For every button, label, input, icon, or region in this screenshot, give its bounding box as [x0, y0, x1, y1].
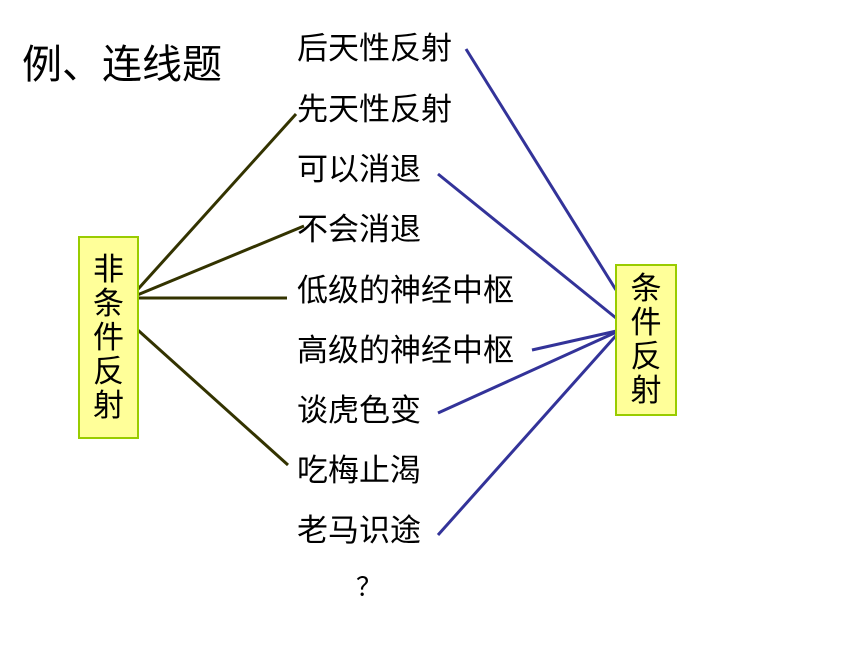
box-char: 反 — [630, 339, 662, 375]
question-mark: ？ — [356, 573, 383, 603]
box-char: 非 — [93, 251, 124, 288]
page-title: 例、连线题 — [22, 42, 222, 88]
line-conditioned-to-higher-center — [531, 328, 622, 352]
item-plum-thirst[interactable]: 吃梅止渴 — [297, 453, 421, 489]
box-char: 射 — [630, 373, 662, 409]
line-unconditioned-to-innate — [128, 112, 298, 300]
item-can-fade[interactable]: 可以消退 — [297, 152, 421, 188]
box-char: 件 — [630, 305, 662, 341]
unconditioned-reflex-lines — [128, 112, 305, 467]
line-conditioned-to-fading — [437, 172, 617, 320]
item-not-fade[interactable]: 不会消退 — [297, 212, 421, 248]
box-char: 反 — [93, 353, 124, 390]
box-char: 件 — [93, 319, 124, 356]
item-innate-reflex[interactable]: 先天性反射 — [297, 92, 452, 128]
item-tiger-talk[interactable]: 谈虎色变 — [297, 393, 421, 429]
item-higher-nerve-center[interactable]: 高级的神经中枢 — [297, 333, 514, 369]
box-char: 条 — [630, 271, 662, 307]
item-old-horse[interactable]: 老马识途 — [297, 513, 421, 549]
line-conditioned-to-acquired — [464, 48, 618, 291]
conditioned-reflex-lines — [436, 48, 623, 536]
line-unconditioned-to-plum — [128, 321, 290, 467]
box-char: 条 — [93, 285, 124, 322]
item-lower-nerve-center[interactable]: 低级的神经中枢 — [297, 273, 514, 309]
unconditioned-reflex-box[interactable]: 非 条 件 反 射 — [78, 236, 139, 439]
line-conditioned-to-old-horse — [436, 329, 623, 536]
line-unconditioned-to-not-fading — [129, 224, 305, 300]
line-conditioned-to-tiger — [437, 328, 622, 415]
item-acquired-reflex[interactable]: 后天性反射 — [297, 31, 452, 67]
box-char: 射 — [93, 387, 124, 424]
conditioned-reflex-box[interactable]: 条 件 反 射 — [615, 264, 677, 416]
